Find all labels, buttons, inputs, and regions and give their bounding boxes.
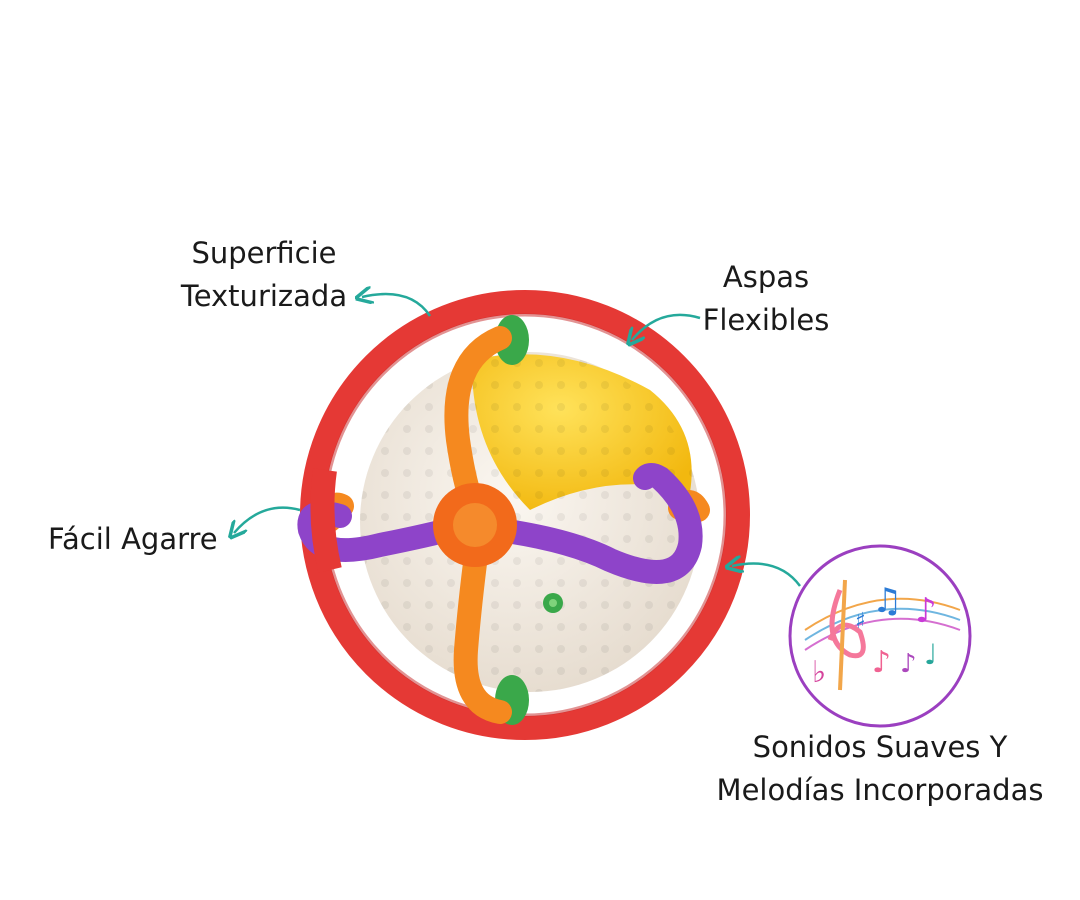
svg-text:♫: ♫ <box>872 581 902 621</box>
green-pegs <box>495 315 563 725</box>
svg-text:♭: ♭ <box>812 655 826 690</box>
label-easy-grip: Fácil Agarre <box>48 518 218 561</box>
svg-text:♪: ♪ <box>872 645 891 680</box>
svg-text:♪: ♪ <box>900 649 917 679</box>
label-line: Texturizada <box>180 279 348 313</box>
label-line: Aspas <box>722 260 810 294</box>
svg-text:♩: ♩ <box>924 638 937 671</box>
label-line: Fácil Agarre <box>48 522 218 556</box>
central-hub <box>433 483 517 567</box>
svg-text:♯: ♯ <box>855 609 866 634</box>
arrow-icon <box>234 294 802 587</box>
label-line: Superficie <box>191 236 337 270</box>
music-notes-icon: ♭ ♯ ♫ ♪ ♪ ♪ ♩ <box>788 544 972 728</box>
label-flexible-blades: Aspas Flexibles <box>686 256 846 342</box>
label-line: Melodías Incorporadas <box>716 773 1044 807</box>
label-textured-surface: Superficie Texturizada <box>158 232 370 318</box>
label-sounds-melodies: Sonidos Suaves Y Melodías Incorporadas <box>692 726 1068 812</box>
label-line: Sonidos Suaves Y <box>752 730 1008 764</box>
toy-ball <box>360 352 700 692</box>
label-line: Flexibles <box>702 303 830 337</box>
svg-text:♪: ♪ <box>915 591 937 631</box>
